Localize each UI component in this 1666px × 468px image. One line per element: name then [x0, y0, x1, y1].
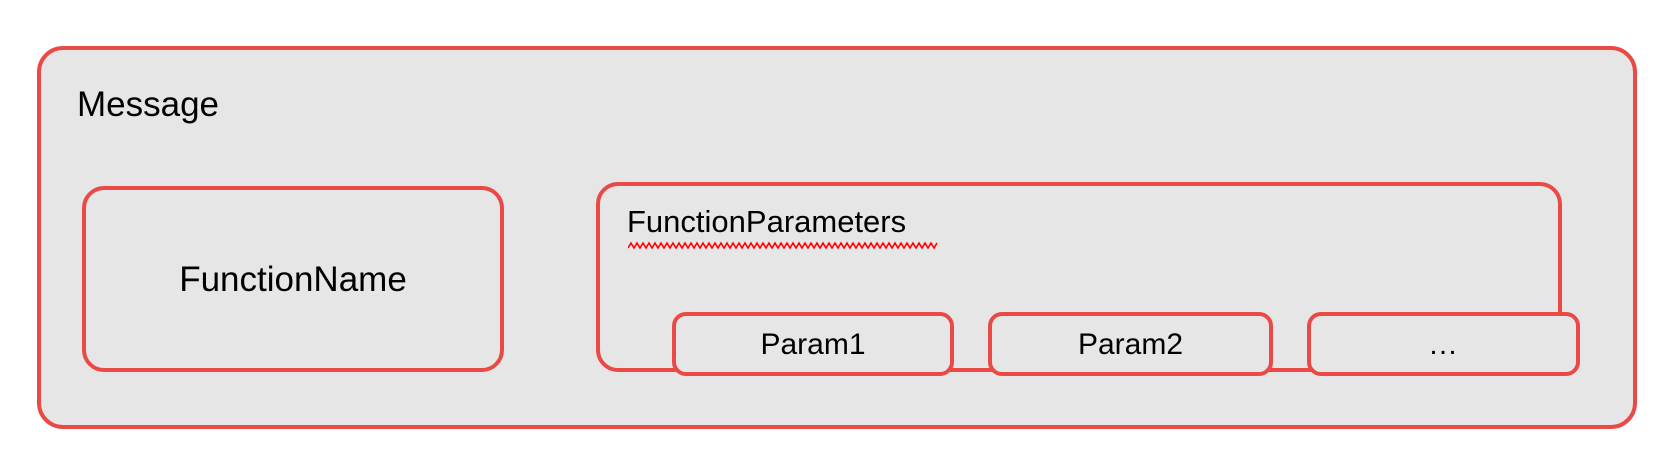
function-name-box: FunctionName	[82, 186, 504, 372]
spellcheck-squiggle-underline	[628, 241, 938, 250]
function-name-label: FunctionName	[179, 259, 407, 299]
message-container: Message FunctionName FunctionParameters …	[37, 46, 1637, 429]
function-parameters-label: FunctionParameters	[627, 204, 907, 239]
function-parameters-box: FunctionParameters Param1 Param2 …	[596, 182, 1580, 376]
message-label: Message	[77, 85, 220, 124]
parameter-label: Param2	[1077, 327, 1184, 361]
parameter-chip-more[interactable]: …	[1307, 312, 1580, 376]
parameter-label: Param1	[760, 327, 866, 361]
parameter-label-ellipsis: …	[1428, 327, 1459, 361]
parameter-chip[interactable]: Param1	[672, 312, 954, 376]
parameter-chip[interactable]: Param2	[988, 312, 1273, 376]
parameter-chip-row: Param1 Param2 …	[600, 186, 1580, 376]
